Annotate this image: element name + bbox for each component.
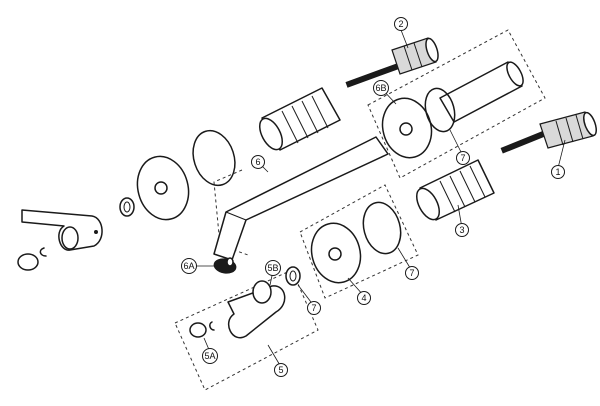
callout-4-label: 4 xyxy=(361,293,366,303)
washer-left-inner xyxy=(123,201,131,213)
handle-cap-left xyxy=(17,253,39,271)
callout-6b-label: 6B xyxy=(375,83,386,93)
group-boundary-escutcheon xyxy=(299,184,419,299)
washer-center xyxy=(285,266,301,286)
callout-6-label: 6 xyxy=(255,157,260,167)
cartridge-valve-right xyxy=(500,111,597,154)
ribbed-sleeve-lower xyxy=(415,159,495,221)
washer-center-inner xyxy=(289,270,297,282)
lever-handle-left xyxy=(21,209,103,251)
retaining-clip-left xyxy=(39,247,47,257)
ribbed-sleeve-upper xyxy=(258,87,341,151)
callout-5b: 5B xyxy=(265,260,281,276)
callout-2-label: 2 xyxy=(398,19,403,29)
escutcheon-plate-left-hole xyxy=(154,181,168,195)
handle-cap-center xyxy=(189,322,207,338)
callout-6b: 6B xyxy=(373,80,389,96)
callout-2: 2 xyxy=(394,17,408,31)
callout-3-label: 3 xyxy=(459,225,464,235)
cartridge-valve-top xyxy=(345,37,439,88)
callout-7-handle-label: 7 xyxy=(311,303,316,313)
aerator xyxy=(213,257,237,274)
callout-6a-label: 6A xyxy=(183,261,194,271)
callout-7-spout: 7 xyxy=(456,151,470,165)
wall-spout xyxy=(213,136,389,261)
callout-5b-label: 5B xyxy=(267,263,278,273)
o-ring-spout xyxy=(424,87,456,133)
group-boundary-spout xyxy=(367,29,546,179)
o-ring-center xyxy=(362,201,402,255)
callout-5-label: 5 xyxy=(278,365,283,375)
callout-5a-label: 5A xyxy=(204,351,215,361)
spout-sleeve-tube xyxy=(439,61,524,123)
callout-6a: 6A xyxy=(181,258,197,274)
o-ring-upper-left xyxy=(192,129,236,187)
callout-5a: 5A xyxy=(202,348,218,364)
callout-5: 5 xyxy=(274,363,288,377)
callout-7-center: 7 xyxy=(405,266,419,280)
callout-7-handle: 7 xyxy=(307,301,321,315)
callout-3: 3 xyxy=(455,223,469,237)
callout-7-spout-label: 7 xyxy=(460,153,465,163)
lever-handle-center xyxy=(227,280,286,339)
callout-6: 6 xyxy=(251,155,265,169)
callout-7-center-label: 7 xyxy=(409,268,414,278)
escutcheon-plate-center-hole xyxy=(328,247,342,261)
callout-1-label: 1 xyxy=(555,167,560,177)
washer-left xyxy=(119,197,135,217)
retaining-clip-center xyxy=(209,321,215,331)
spout-escutcheon-plate-hole xyxy=(399,122,413,136)
callout-1: 1 xyxy=(551,165,565,179)
callout-4: 4 xyxy=(357,291,371,305)
